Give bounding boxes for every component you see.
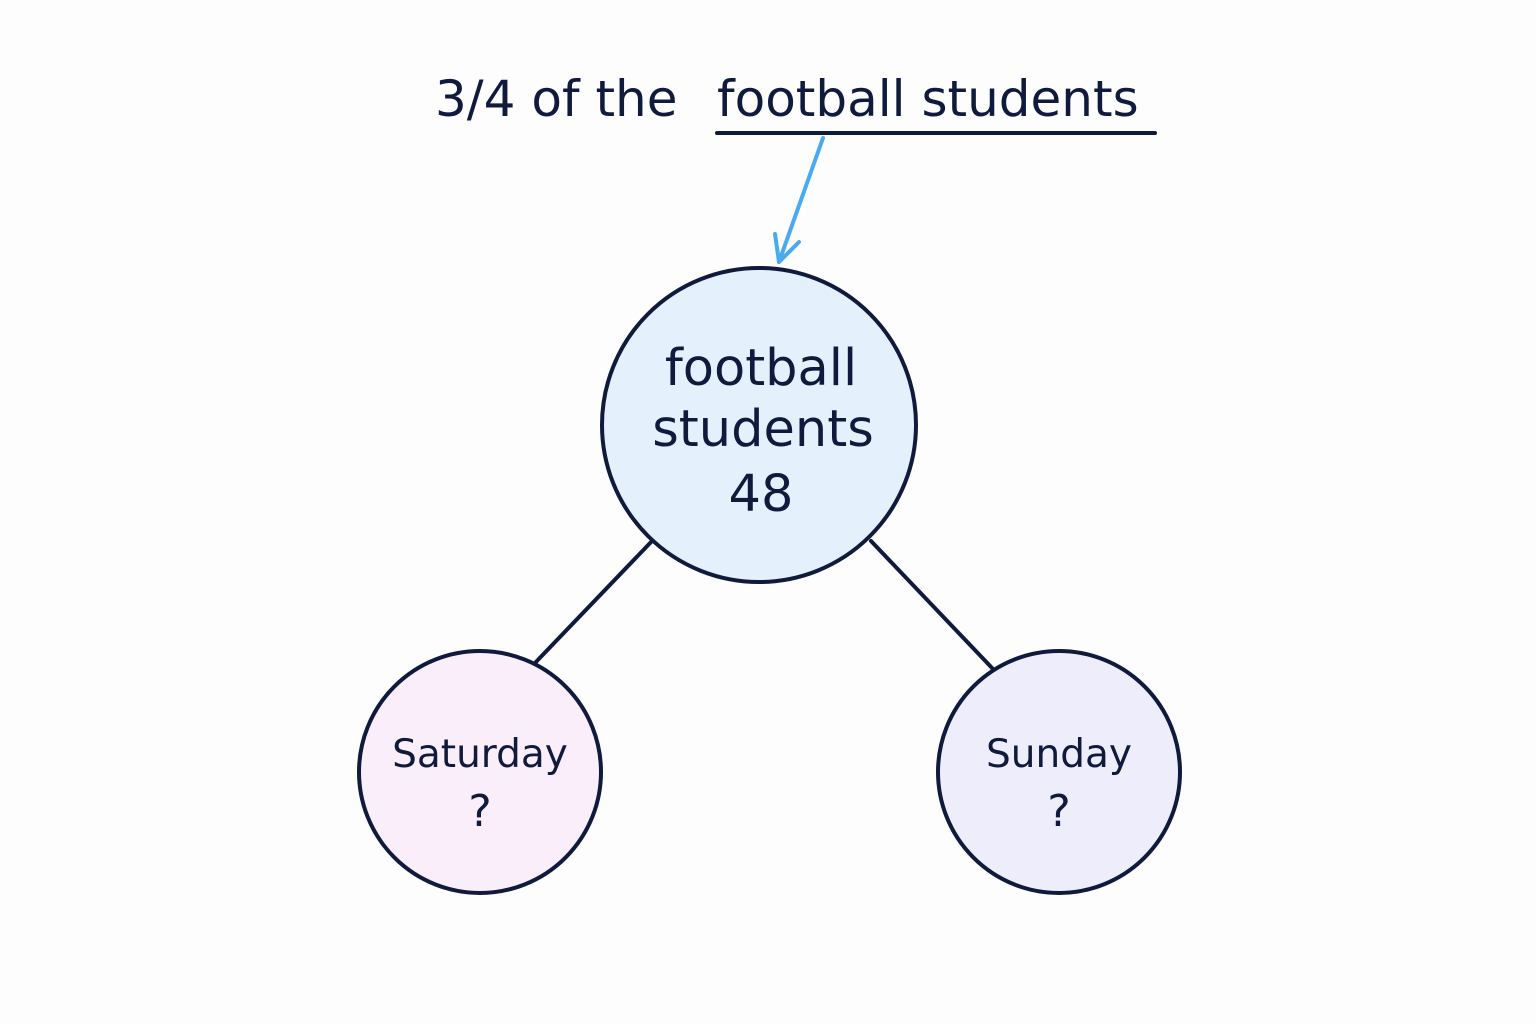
- sunday-label: Sunday: [986, 732, 1132, 777]
- sunday-value: ?: [1047, 786, 1070, 837]
- root-circle: [600, 266, 918, 584]
- root-label-line1: football: [665, 339, 857, 398]
- saturday-value: ?: [468, 786, 491, 837]
- pointer-arrow: [773, 136, 825, 264]
- connector-left: [532, 539, 654, 666]
- saturday-circle: [357, 649, 603, 895]
- connector-right: [869, 539, 995, 671]
- arrow-head: [773, 232, 801, 264]
- root-label-line2: students: [652, 400, 874, 459]
- title-highlight: football students: [717, 70, 1139, 128]
- root-value: 48: [729, 465, 794, 524]
- arrow-shaft: [777, 136, 825, 264]
- sunday-circle: [936, 649, 1182, 895]
- saturday-label: Saturday: [392, 732, 568, 777]
- title-prefix: 3/4 of the: [435, 70, 678, 128]
